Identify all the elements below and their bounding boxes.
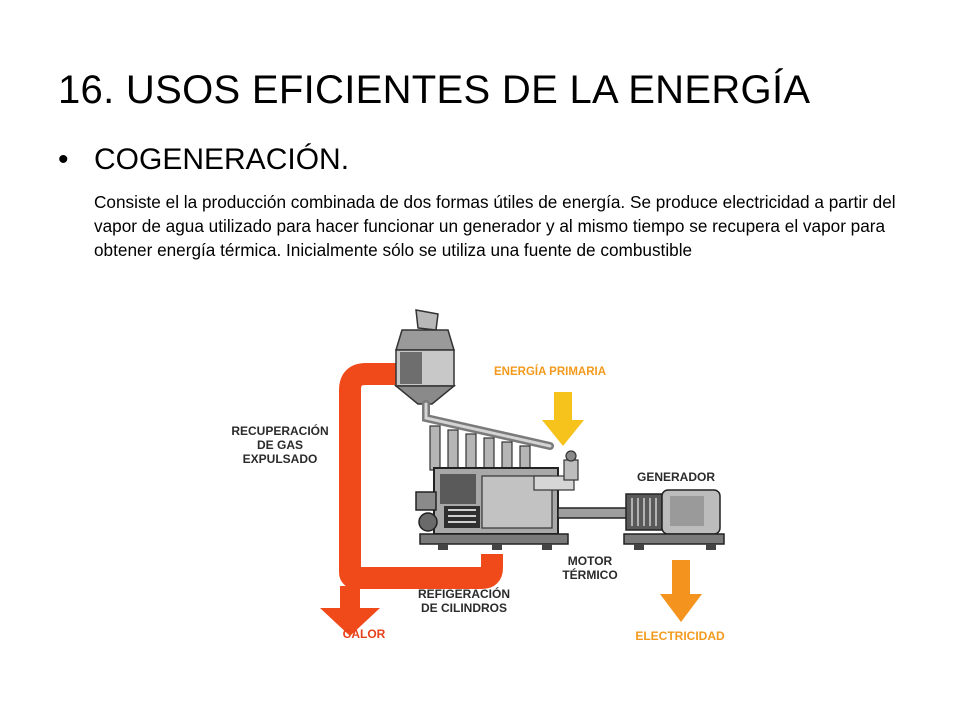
cogeneration-diagram: ENERGÍA PRIMARIA RECUPERACIÓN DE GAS EXP… bbox=[220, 300, 760, 660]
label-recuperacion-3: EXPULSADO bbox=[243, 452, 318, 466]
label-electricidad: ELECTRICIDAD bbox=[635, 629, 725, 643]
label-generador: GENERADOR bbox=[637, 470, 715, 484]
label-motor-2: TÉRMICO bbox=[562, 567, 617, 582]
bullet-heading-row: • COGENERACIÓN. bbox=[58, 140, 349, 180]
label-energia-primaria: ENERGÍA PRIMARIA bbox=[494, 365, 606, 378]
label-refrigeracion-2: DE CILINDROS bbox=[421, 601, 507, 615]
generator-unit bbox=[623, 489, 725, 550]
fuel-hopper bbox=[393, 309, 554, 450]
drive-shaft bbox=[557, 507, 631, 519]
thermal-engine bbox=[415, 450, 579, 550]
electricidad-arrow bbox=[660, 560, 702, 622]
bullet-dot: • bbox=[58, 143, 69, 176]
label-recuperacion-2: DE GAS bbox=[257, 438, 303, 452]
heat-recovery-pipe bbox=[320, 363, 503, 636]
label-refrigeracion-1: REFIGERACIÓN bbox=[418, 586, 510, 601]
calor-arrow bbox=[320, 586, 380, 636]
label-recuperacion-1: RECUPERACIÓN bbox=[231, 423, 328, 438]
label-motor-1: MOTOR bbox=[568, 554, 613, 568]
slide-title: 16. USOS EFICIENTES DE LA ENERGÍA bbox=[58, 68, 811, 112]
label-calor: CALOR bbox=[343, 627, 386, 641]
bullet-heading: COGENERACIÓN. bbox=[94, 143, 350, 176]
body-paragraph: Consiste el la producción combinada de d… bbox=[94, 192, 896, 261]
energia-primaria-arrow bbox=[542, 392, 584, 446]
